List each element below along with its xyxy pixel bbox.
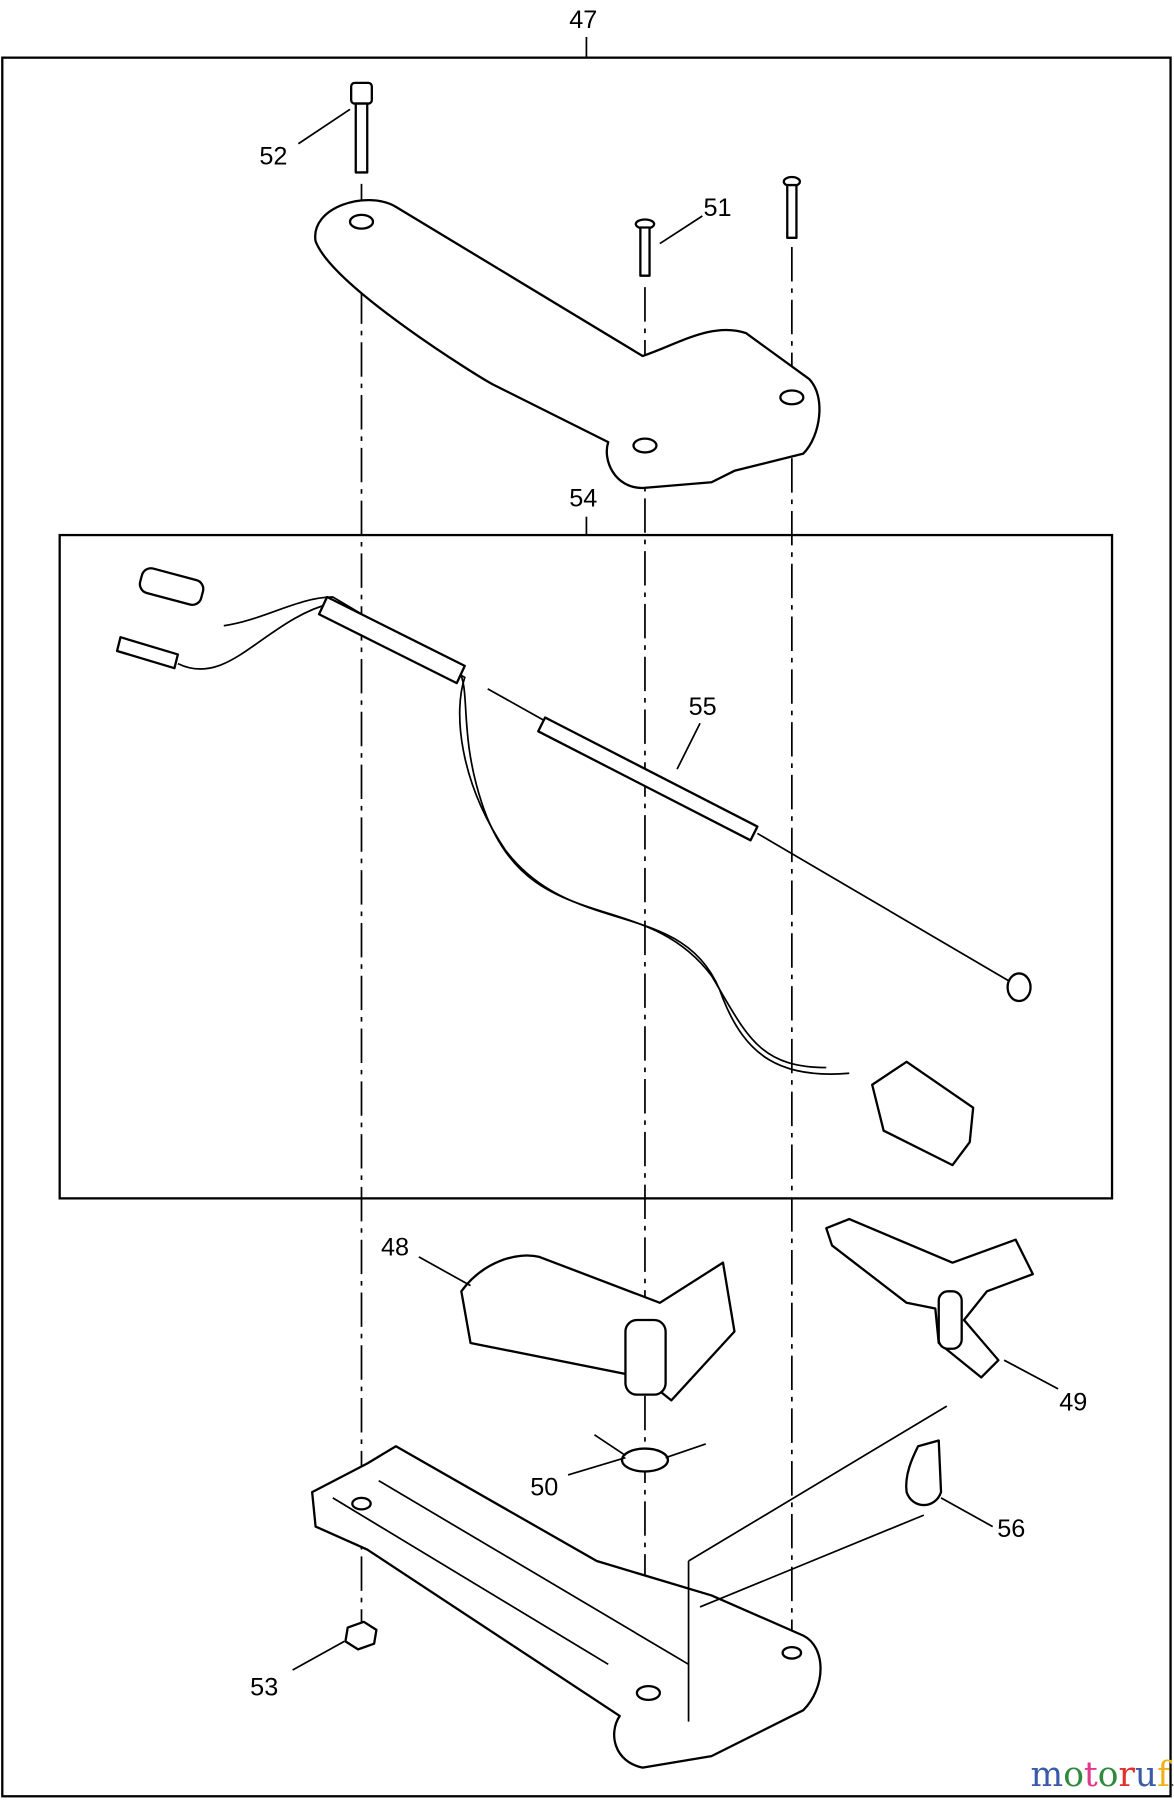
label-48: 48 (381, 1234, 409, 1262)
nut-53 (344, 1620, 378, 1651)
lever-49 (825, 1217, 1034, 1379)
label-52: 52 (259, 142, 287, 170)
upper-handle (314, 198, 821, 490)
label-56: 56 (997, 1515, 1025, 1543)
label-54: 54 (569, 484, 597, 512)
svg-text:motoruf.de: motoruf.de (1031, 1755, 1174, 1795)
throttle-cable-55 (487, 688, 1032, 1003)
wire-harness (115, 567, 850, 1075)
assembly-frame (1, 56, 1172, 1798)
motoruf-watermark: motoruf.de (1031, 1755, 1174, 1795)
screw-51 (634, 218, 656, 277)
label-47: 47 (569, 6, 597, 34)
stop-switch (871, 1060, 975, 1167)
trigger-48 (460, 1254, 736, 1402)
label-49: 49 (1059, 1389, 1087, 1417)
screw-51b (782, 175, 802, 239)
screw-52 (350, 81, 373, 174)
label-50: 50 (530, 1474, 558, 1502)
label-53: 53 (250, 1673, 278, 1701)
label-51: 51 (703, 194, 731, 222)
lower-housing (311, 1445, 822, 1769)
label-55: 55 (689, 693, 717, 721)
spring-50 (593, 1434, 707, 1473)
cover-56 (905, 1439, 943, 1507)
